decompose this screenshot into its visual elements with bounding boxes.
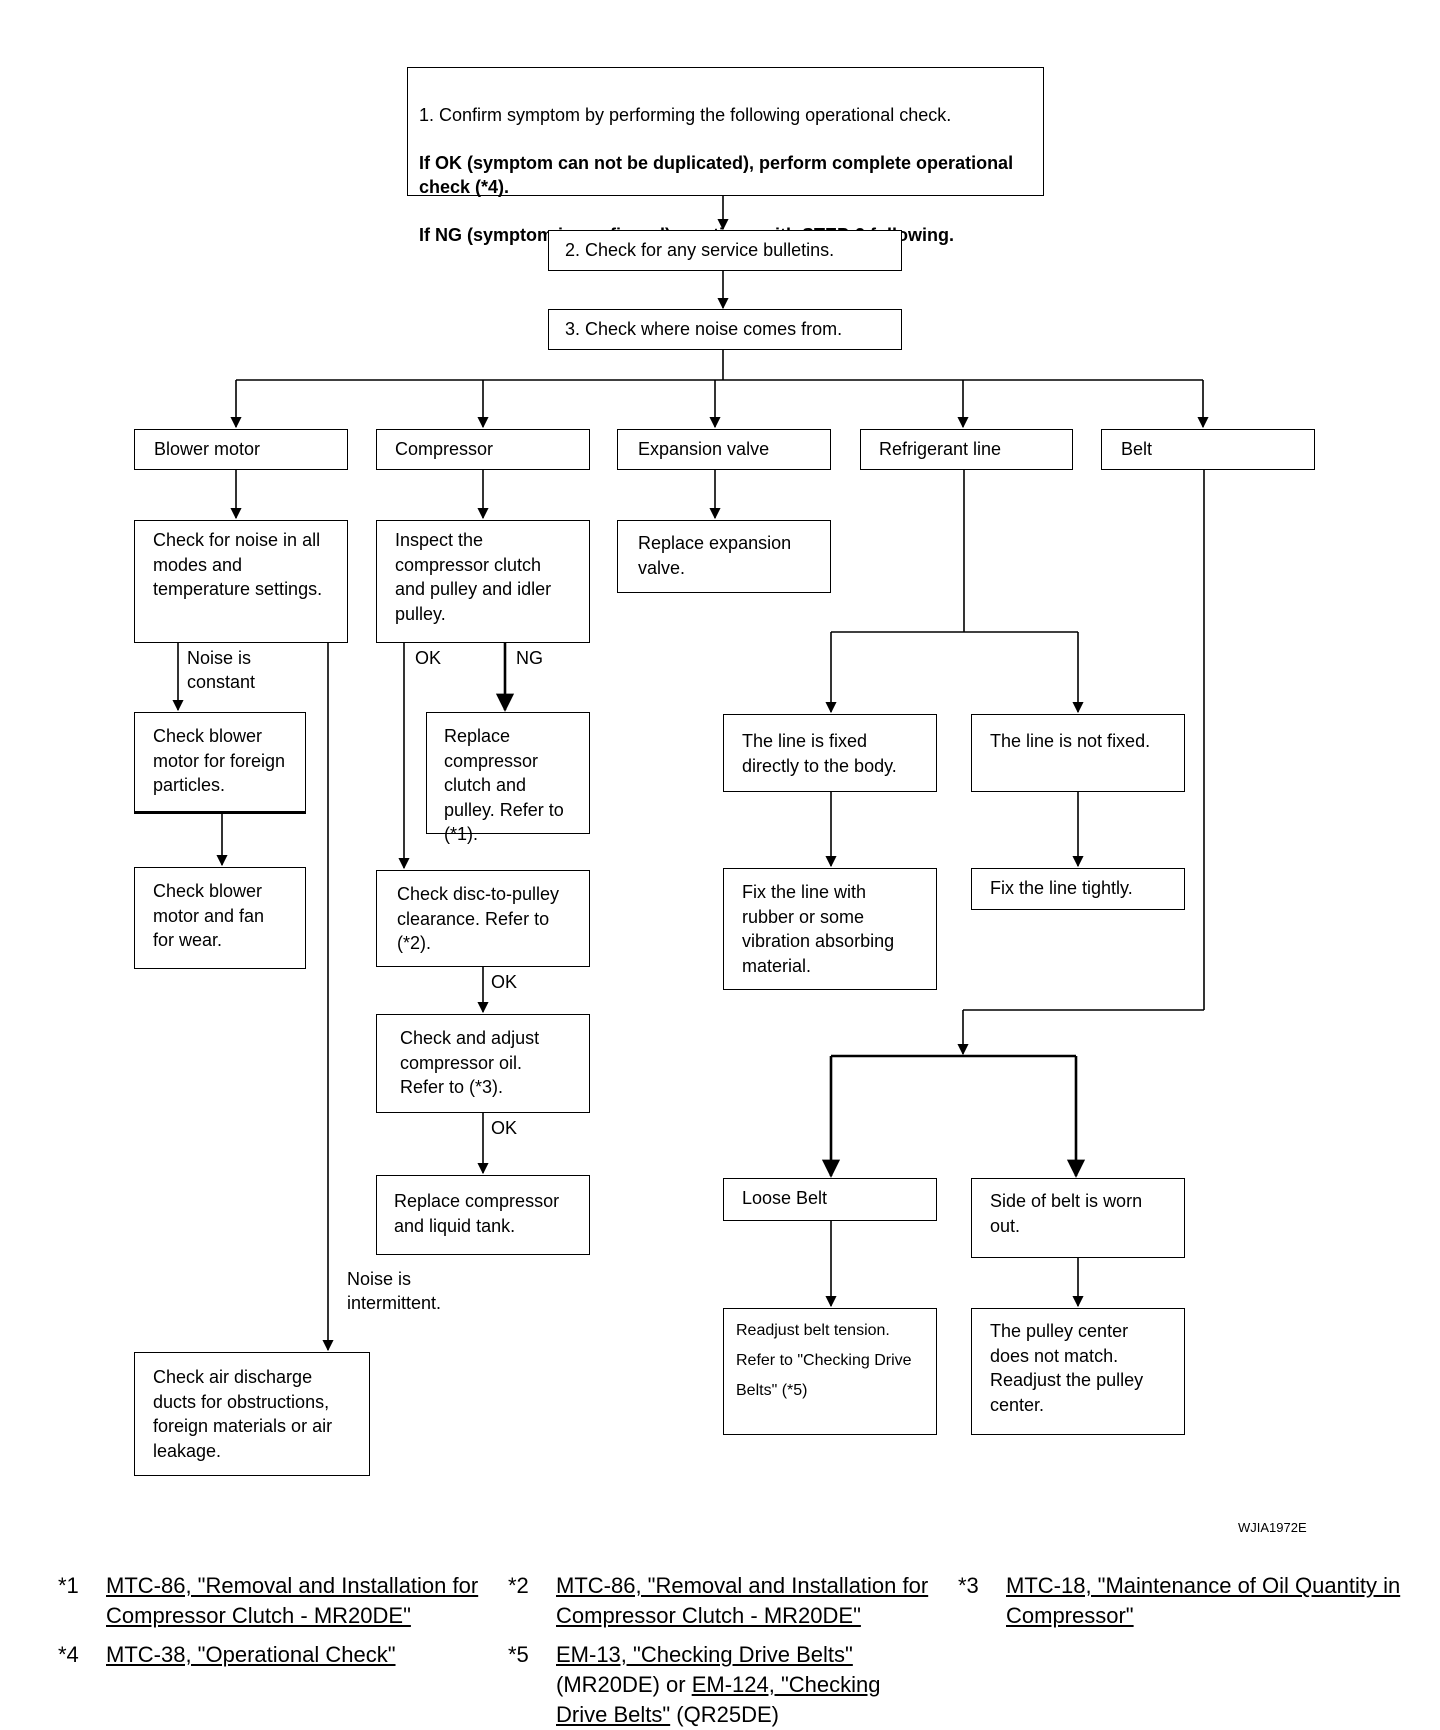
belt-side-worn: Side of belt is worn out.	[971, 1178, 1185, 1258]
footnote-1-marker: *1	[58, 1573, 79, 1598]
footnote-4: MTC-38, "Operational Check"	[106, 1640, 486, 1670]
blower-check-wear: Check blower motor and fan for wear.	[134, 867, 306, 969]
footnote-5-link-2[interactable]: EM-124, "Checking Drive Belts"	[556, 1672, 881, 1727]
belt-readjust-tension: Readjust belt tension. Refer to "Checkin…	[723, 1308, 937, 1435]
refrigerant-line-not-fixed: The line is not fixed.	[971, 714, 1185, 792]
blower-noise-constant-label: Noise is constant	[187, 648, 256, 692]
footnote-5: EM-13, "Checking Drive Belts" (MR20DE) o…	[556, 1640, 931, 1730]
step-1-line-1: 1. Confirm symptom by performing the fol…	[419, 105, 952, 125]
step-1-line-2: If OK (symptom can not be duplicated), p…	[419, 153, 1014, 197]
footnote-5-link-1[interactable]: EM-13, "Checking Drive Belts"	[556, 1642, 853, 1667]
footnote-5-marker: *5	[508, 1642, 529, 1667]
source-belt: Belt	[1101, 429, 1315, 470]
compressor-replace-clutch: Replace compressor clutch and pulley. Re…	[426, 712, 590, 844]
source-refrigerant-line: Refrigerant line	[860, 429, 1073, 470]
refrigerant-line-fixed: The line is fixed directly to the body.	[723, 714, 937, 792]
footnote-4-marker: *4	[58, 1642, 79, 1667]
step-3-noise-source: 3. Check where noise comes from.	[548, 309, 902, 350]
source-expansion-valve: Expansion valve	[617, 429, 831, 470]
expansion-replace-valve: Replace expansion valve.	[617, 520, 831, 593]
refrigerant-fix-tightly: Fix the line tightly.	[971, 868, 1185, 910]
compressor-check-disc: Check disc-to-pulley clearance. Refer to…	[376, 870, 590, 967]
figure-code: WJIA1972E	[1238, 1520, 1307, 1535]
compressor-check-oil: Check and adjust compressor oil. Refer t…	[376, 1014, 590, 1113]
compressor-ok-label-2: OK	[491, 972, 518, 992]
footnote-1: MTC-86, "Removal and Installation for Co…	[106, 1571, 486, 1631]
blower-noise-intermittent-label: Noise is intermittent.	[347, 1269, 442, 1313]
blower-check-noise: Check for noise in all modes and tempera…	[134, 520, 348, 643]
footnote-2-link[interactable]: MTC-86, "Removal and Installation for Co…	[556, 1573, 929, 1628]
footnote-2-marker: *2	[508, 1573, 529, 1598]
belt-loose: Loose Belt	[723, 1178, 937, 1221]
step-1-confirm-symptom: 1. Confirm symptom by performing the fol…	[407, 67, 1044, 245]
footnote-5-text-1: (MR20DE) or	[556, 1672, 692, 1697]
footnote-1-link[interactable]: MTC-86, "Removal and Installation for Co…	[106, 1573, 479, 1628]
step-2-service-bulletins: 2. Check for any service bulletins.	[548, 230, 902, 271]
compressor-inspect-clutch: Inspect the compressor clutch and pulley…	[376, 520, 590, 643]
compressor-ok-label: OK	[415, 648, 442, 668]
footnote-5-text-2: (QR25DE)	[670, 1702, 779, 1727]
refrigerant-fix-rubber: Fix the line with rubber or some vibrati…	[723, 868, 937, 990]
blower-check-ducts: Check air discharge ducts for obstructio…	[134, 1352, 370, 1476]
footnote-2: MTC-86, "Removal and Installation for Co…	[556, 1571, 936, 1631]
compressor-ok-label-3: OK	[491, 1118, 518, 1138]
footnote-3-marker: *3	[958, 1573, 979, 1598]
source-compressor: Compressor	[376, 429, 590, 470]
footnote-3-link[interactable]: MTC-18, "Maintenance of Oil Quantity in …	[1006, 1573, 1401, 1628]
footnote-3: MTC-18, "Maintenance of Oil Quantity in …	[1006, 1571, 1406, 1631]
blower-check-particles: Check blower motor for foreign particles…	[134, 712, 306, 814]
compressor-ng-label: NG	[516, 648, 543, 668]
footnote-4-link[interactable]: MTC-38, "Operational Check"	[106, 1642, 396, 1667]
compressor-replace-tank: Replace compressor and liquid tank.	[376, 1175, 590, 1255]
source-blower-motor: Blower motor	[134, 429, 348, 470]
belt-pulley-center: The pulley center does not match. Readju…	[971, 1308, 1185, 1435]
